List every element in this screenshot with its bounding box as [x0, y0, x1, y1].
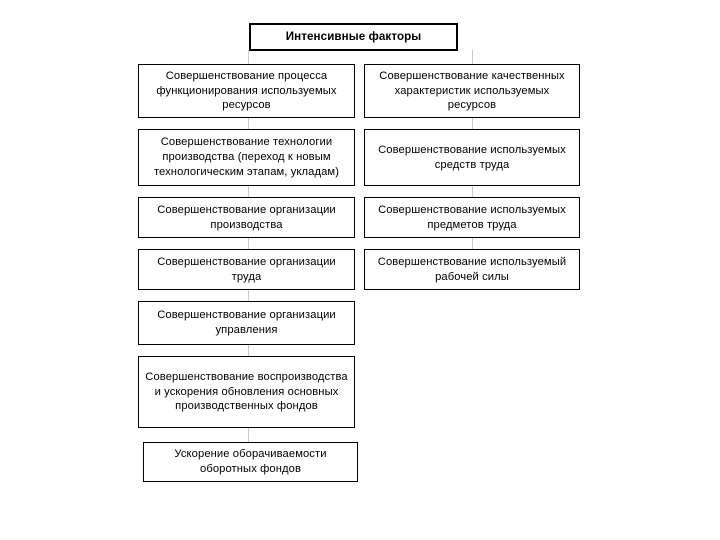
- node-root-intensive-factors[interactable]: Интенсивные факторы: [249, 23, 458, 51]
- node-right-4-label: Совершенствование используемый рабочей с…: [377, 255, 567, 283]
- node-left-4-label: Совершенствование организации труда: [157, 255, 336, 283]
- node-left-7[interactable]: Ускорение оборачиваемости оборотных фонд…: [143, 442, 358, 482]
- connector-right-3-4: [472, 237, 473, 250]
- node-left-5[interactable]: Совершенствование организации управления: [138, 301, 355, 345]
- connector-root-to-right-column: [472, 50, 473, 66]
- connector-left-2-3: [248, 185, 249, 198]
- node-left-6[interactable]: Совершенствование воспроизводства и уско…: [138, 356, 355, 428]
- node-left-1-label: Совершенствование процесса функционирова…: [156, 69, 337, 112]
- connector-left-6-7: [248, 427, 249, 442]
- connector-left-5-6: [248, 344, 249, 357]
- node-right-3-label: Совершенствование используемых предметов…: [378, 203, 566, 231]
- node-left-3[interactable]: Совершенствование организации производст…: [138, 197, 355, 238]
- node-left-1[interactable]: Совершенствование процесса функционирова…: [138, 64, 355, 118]
- node-right-3[interactable]: Совершенствование используемых предметов…: [364, 197, 580, 238]
- connector-left-3-4: [248, 237, 249, 250]
- node-left-6-label: Совершенствование воспроизводства и уско…: [145, 370, 348, 413]
- connector-right-2-3: [472, 185, 473, 198]
- connector-left-1-2: [248, 117, 249, 130]
- node-left-2[interactable]: Совершенствование технологии производств…: [138, 129, 355, 186]
- node-left-5-label: Совершенствование организации управления: [157, 309, 336, 336]
- node-right-4[interactable]: Совершенствование используемый рабочей с…: [364, 249, 580, 290]
- connector-root-to-left-column: [248, 50, 249, 66]
- node-left-3-label: Совершенствование организации производст…: [157, 203, 336, 231]
- node-left-7-label: Ускорение оборачиваемости оборотных фонд…: [174, 448, 327, 475]
- node-root-label: Интенсивные факторы: [285, 30, 422, 44]
- node-right-2[interactable]: Совершенствование используемых средств т…: [364, 129, 580, 186]
- connector-left-4-5: [248, 289, 249, 302]
- node-right-1[interactable]: Совершенствование качественных характери…: [364, 64, 580, 118]
- node-left-4[interactable]: Совершенствование организации труда: [138, 249, 355, 290]
- node-right-2-label: Совершенствование используемых средств т…: [378, 143, 566, 171]
- connector-right-1-2: [472, 117, 473, 130]
- node-right-1-label: Совершенствование качественных характери…: [379, 69, 565, 112]
- node-left-2-label: Совершенствование технологии производств…: [153, 136, 340, 178]
